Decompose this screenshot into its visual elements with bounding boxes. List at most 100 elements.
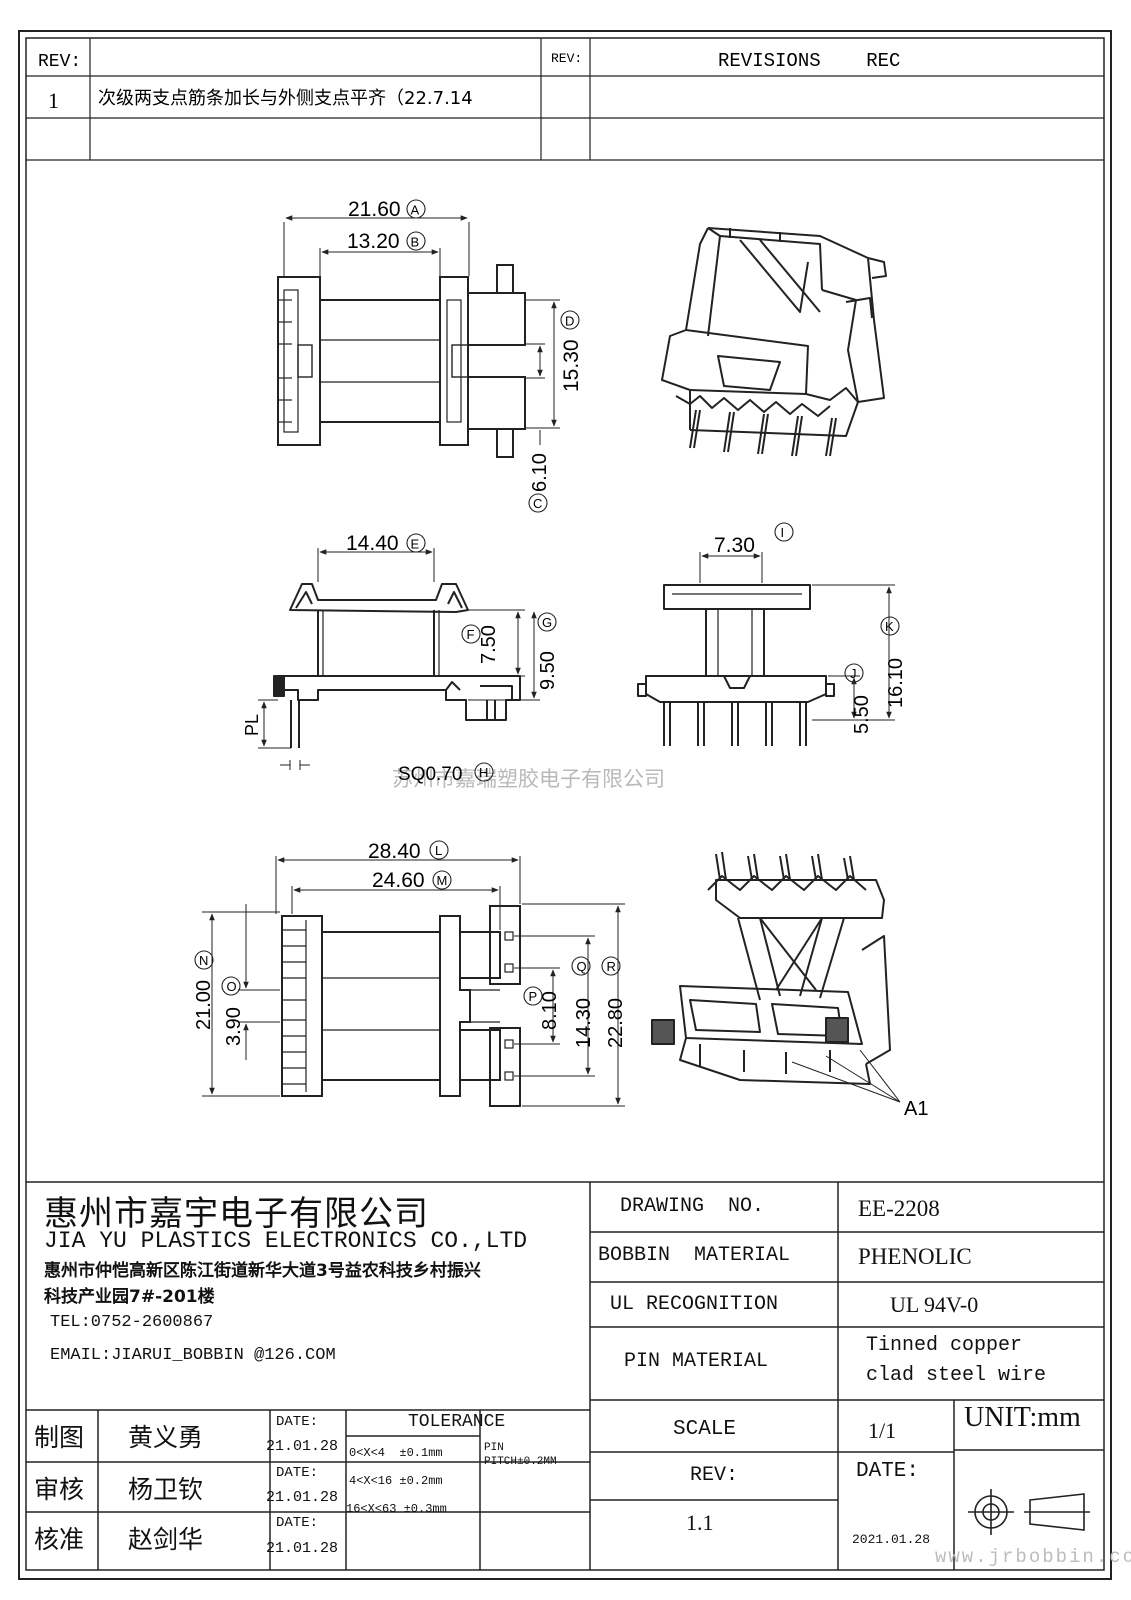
approval-name-draw: 黄义勇 <box>128 1423 204 1452</box>
tolerance-title: TOLERANCE <box>408 1412 506 1432</box>
dim-g-value: 9.50 <box>537 651 559 690</box>
dim-p-tag: P <box>529 989 538 1004</box>
dim-l-value: 28.40 <box>368 840 421 863</box>
approval-date-draw: 21.01.28 <box>266 1438 339 1455</box>
inner-border <box>25 37 1105 1571</box>
bottom-view <box>281 905 521 1107</box>
dim-e-tag: E <box>411 537 420 552</box>
company-email: EMAIL:JIARUI_BOBBIN @126.COM <box>50 1346 336 1365</box>
unit-label: UNIT:mm <box>964 1402 1081 1433</box>
tolerance-row-2: 4<X<16 ±0.2mm <box>349 1474 443 1488</box>
bobbin-material-value: PHENOLIC <box>858 1244 972 1269</box>
website-watermark: www.jrbobbin.com <box>935 1546 1131 1568</box>
revision-table <box>26 38 1104 161</box>
isometric-view-bottom <box>651 851 901 1103</box>
approval-role-approve: 核准 <box>34 1525 85 1554</box>
dim-j-value: 5.50 <box>851 695 873 734</box>
dim-g-tag: G <box>542 615 552 630</box>
date-footer-label: DATE: <box>856 1460 920 1483</box>
pin-material-label: PIN MATERIAL <box>624 1350 769 1373</box>
approval-date-approve: 21.01.28 <box>266 1540 339 1557</box>
dim-q-tag: Q <box>577 959 587 974</box>
approval-date-check: 21.01.28 <box>266 1489 339 1506</box>
dim-n-tag: N <box>199 953 208 968</box>
drawing-sheet-border <box>18 30 1112 1580</box>
tolerance-pin-label: PIN <box>484 1442 504 1454</box>
rev-footer-value: 1.1 <box>686 1510 714 1535</box>
dim-k-tag: K <box>885 619 894 634</box>
dim-pl-label: PL <box>242 714 262 736</box>
approval-name-approve: 赵剑华 <box>128 1525 204 1554</box>
isometric-view-top <box>661 227 887 457</box>
company-address-line2: 科技产业园7#-201楼 <box>44 1287 215 1307</box>
title-block-grid <box>26 1181 1104 1570</box>
watermark-text: 苏州市嘉瑞塑胶电子有限公司 <box>392 767 665 791</box>
dim-l-tag: L <box>435 843 442 858</box>
drawing-no-label: DRAWING NO. <box>620 1195 765 1218</box>
dim-q-value: 14.30 <box>573 998 595 1048</box>
approval-name-check: 杨卫钦 <box>128 1475 204 1504</box>
dim-f-value: 7.50 <box>478 625 500 664</box>
front-view <box>273 583 521 748</box>
dim-i-value: 7.30 <box>714 534 755 557</box>
pin-material-value-1: Tinned copper <box>866 1334 1023 1357</box>
rev-row1-description: 次级两支点筋条加长与外侧支点平齐（22.7.14 <box>98 88 473 109</box>
tolerance-row-1: 0<X<4 ±0.1mm <box>349 1446 443 1460</box>
dim-b-tag: B <box>411 235 420 250</box>
company-name-cn: 惠州市嘉宇电子有限公司 <box>44 1194 429 1234</box>
label-a1: A1 <box>904 1098 928 1120</box>
tolerance-row-3: 16<X<63 ±0.3mm <box>346 1502 447 1516</box>
drawing-no-value: EE-2208 <box>858 1196 940 1221</box>
bottom-view-dimension-lines <box>202 856 625 1107</box>
dim-j-tag: J <box>850 666 857 681</box>
dim-m-tag: M <box>437 873 448 888</box>
dim-a-tag: A <box>411 203 420 218</box>
dim-n-value: 21.00 <box>193 980 215 1030</box>
approval-role-draw: 制图 <box>34 1423 85 1452</box>
dim-d-tag: D <box>565 314 574 329</box>
dim-m-value: 24.60 <box>372 869 425 892</box>
company-address-line1: 惠州市仲恺高新区陈江街道新华大道3号益农科技乡村振兴 <box>44 1261 481 1281</box>
dim-f-tag: F <box>467 627 475 642</box>
date-footer-value: 2021.01.28 <box>852 1532 931 1547</box>
side-view-dimension-lines <box>699 552 895 721</box>
dim-h-value: SQ0.70 <box>398 764 462 785</box>
approval-date-label-draw: DATE: <box>276 1414 319 1430</box>
company-tel: TEL:0752-2600867 <box>50 1313 214 1332</box>
dim-e-value: 14.40 <box>346 532 399 555</box>
projection-symbol-icon <box>968 1489 1090 1535</box>
rev-footer-label: REV: <box>690 1464 739 1487</box>
rev-label-right: REV: <box>551 51 582 66</box>
top-view <box>277 264 526 458</box>
dim-p-value: 8.10 <box>539 991 561 1030</box>
approval-date-label-check: DATE: <box>276 1465 319 1481</box>
dim-b-value: 13.20 <box>347 230 400 253</box>
company-name-en: JIA YU PLASTICS ELECTRONICS CO.,LTD <box>44 1228 528 1254</box>
dim-r-tag: R <box>607 959 616 974</box>
dim-o-value: 3.90 <box>223 1007 245 1046</box>
approval-role-check: 审核 <box>34 1475 85 1504</box>
pin-material-value-2: clad steel wire <box>866 1364 1047 1387</box>
dim-c-tag: C <box>533 496 542 511</box>
dim-d-value: 15.30 <box>560 339 583 392</box>
dim-a-value: 21.60 <box>348 198 401 221</box>
dim-c-value: 6.10 <box>529 453 551 492</box>
dim-o-tag: O <box>227 979 237 994</box>
revisions-header: REVISIONS REC <box>718 50 900 72</box>
ul-recognition-label: UL RECOGNITION <box>610 1293 779 1316</box>
top-view-dimension-lines <box>283 215 560 445</box>
dim-r-value: 22.80 <box>605 998 627 1048</box>
ul-recognition-value: UL 94V-0 <box>890 1292 979 1317</box>
scale-label: SCALE <box>673 1418 737 1441</box>
bobbin-material-label: BOBBIN MATERIAL <box>598 1244 791 1267</box>
rev-row1-number: 1 <box>48 88 59 113</box>
rev-label-left: REV: <box>38 52 81 72</box>
dim-k-value: 16.10 <box>885 658 907 708</box>
dim-i-tag: I <box>781 525 785 540</box>
side-view <box>637 584 835 746</box>
tolerance-pin-pitch: PITCH±0.2MM <box>484 1456 557 1468</box>
scale-value: 1/1 <box>868 1418 897 1443</box>
dim-h-tag: H <box>479 765 488 780</box>
approval-date-label-approve: DATE: <box>276 1515 319 1531</box>
